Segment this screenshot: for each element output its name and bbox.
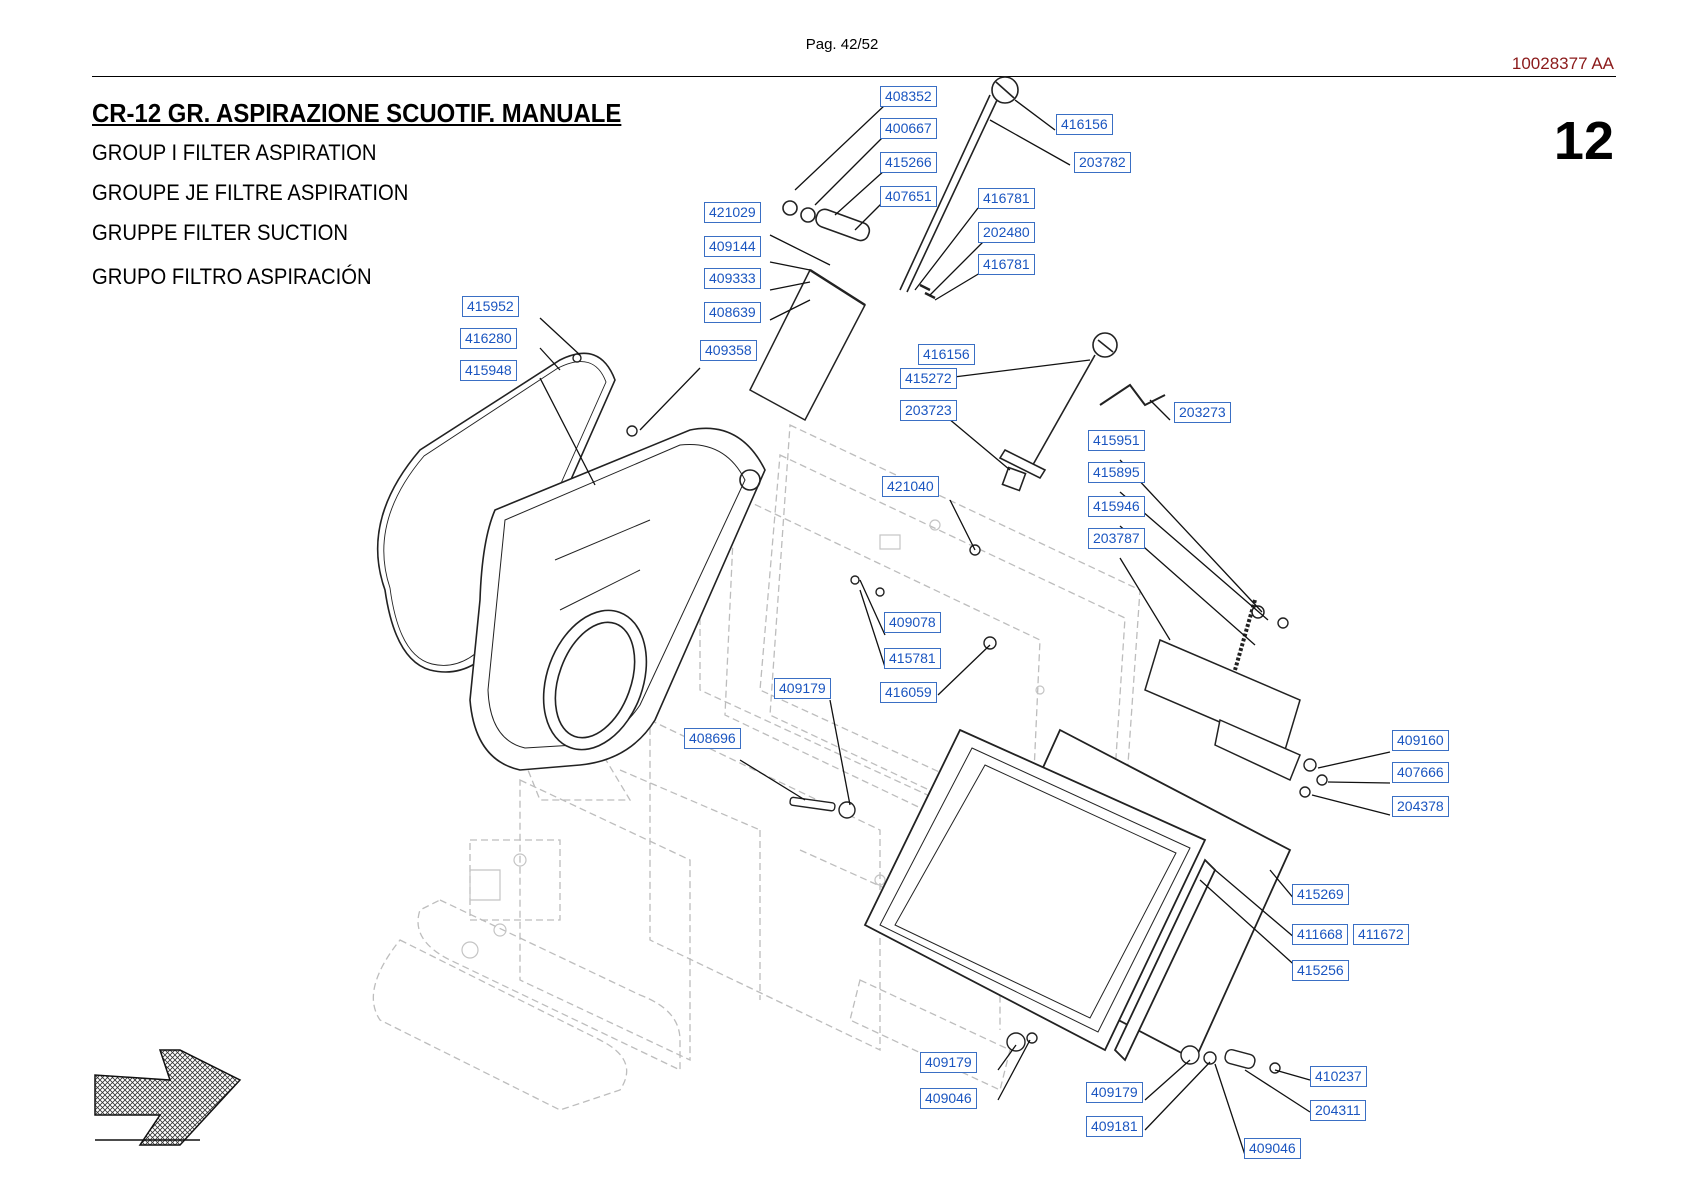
part-tag[interactable]: 415951	[1088, 430, 1145, 451]
part-tag[interactable]: 409078	[884, 612, 941, 633]
part-tag[interactable]: 416156	[1056, 114, 1113, 135]
part-tag[interactable]: 409046	[920, 1088, 977, 1109]
part-tag[interactable]: 415256	[1292, 960, 1349, 981]
part-tag[interactable]: 408639	[704, 302, 761, 323]
part-tag[interactable]: 416059	[880, 682, 937, 703]
part-tag[interactable]: 400667	[880, 118, 937, 139]
part-tag[interactable]: 409181	[1086, 1116, 1143, 1137]
page-title: CR-12 GR. ASPIRAZIONE SCUOTIF. MANUALE	[92, 98, 622, 128]
shaker-lever	[998, 332, 1166, 492]
part-tag[interactable]: 411668	[1292, 924, 1348, 945]
part-tag[interactable]: 204378	[1392, 796, 1449, 817]
part-tag[interactable]: 409179	[920, 1052, 977, 1073]
part-tag[interactable]: 409144	[704, 236, 761, 257]
part-tag[interactable]: 407651	[880, 186, 937, 207]
part-tag[interactable]: 203273	[1174, 402, 1231, 423]
part-tag[interactable]: 421040	[882, 476, 939, 497]
spring-bracket	[1144, 599, 1301, 782]
part-tag[interactable]: 415269	[1292, 884, 1349, 905]
part-tag[interactable]: 409046	[1244, 1138, 1301, 1159]
part-tag[interactable]: 204311	[1310, 1100, 1366, 1121]
shaker-plate	[749, 268, 866, 422]
part-tag[interactable]: 203723	[900, 400, 957, 421]
document-code: 10028377 AA	[1511, 54, 1614, 73]
part-tag[interactable]: 409179	[1086, 1082, 1143, 1103]
part-tag[interactable]: 407666	[1392, 762, 1449, 783]
part-tag[interactable]: 411672	[1353, 924, 1409, 945]
part-tag[interactable]: 415948	[460, 360, 517, 381]
header-rule	[92, 76, 1616, 77]
subtitle-spanish: GRUPO FILTRO ASPIRACIÓN	[92, 264, 372, 289]
filter-cartridge	[863, 728, 1292, 1062]
part-tag[interactable]: 415952	[462, 296, 519, 317]
subtitle-german: GRUPPE FILTER SUCTION	[92, 220, 349, 245]
part-tag[interactable]: 409160	[1392, 730, 1449, 751]
part-tag[interactable]: 410237	[1310, 1066, 1367, 1087]
part-tag[interactable]: 415781	[884, 648, 941, 669]
part-tag[interactable]: 415266	[880, 152, 937, 173]
part-tag[interactable]: 415946	[1088, 496, 1145, 517]
part-tag[interactable]: 202480	[978, 222, 1035, 243]
part-tag[interactable]: 408352	[880, 86, 937, 107]
part-tag[interactable]: 408696	[684, 728, 741, 749]
part-tag[interactable]: 203782	[1074, 152, 1131, 173]
part-tag[interactable]: 416156	[918, 344, 975, 365]
filter-housing-body	[469, 427, 766, 771]
machine-frame-outline	[372, 424, 1141, 1111]
part-tag[interactable]: 416280	[460, 328, 517, 349]
orientation-arrow	[94, 1049, 242, 1146]
part-tag[interactable]: 203787	[1088, 528, 1145, 549]
part-tag[interactable]: 409333	[704, 268, 761, 289]
part-tag[interactable]: 409179	[774, 678, 831, 699]
part-tag[interactable]: 416781	[978, 188, 1035, 209]
shaker-shaft	[782, 76, 1019, 300]
subtitle-french: GROUPE JE FILTRE ASPIRATION	[92, 180, 409, 205]
part-tag[interactable]: 421029	[704, 202, 761, 223]
group-number: 12	[1553, 111, 1614, 171]
part-tag[interactable]: 409358	[700, 340, 757, 361]
part-tag[interactable]: 415272	[900, 368, 957, 389]
part-tag[interactable]: 416781	[978, 254, 1035, 275]
page-number: Pag. 42/52	[805, 36, 879, 53]
subtitle-english: GROUP I FILTER ASPIRATION	[92, 140, 377, 165]
hardware-fasteners	[572, 353, 1328, 1074]
part-tag[interactable]: 415895	[1088, 462, 1145, 483]
